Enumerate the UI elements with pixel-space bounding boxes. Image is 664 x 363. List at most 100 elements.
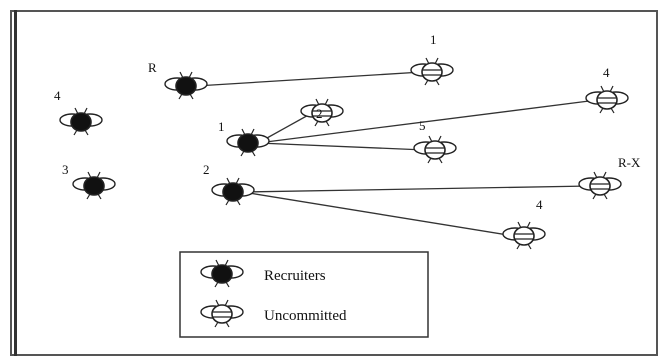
- leg: [73, 129, 78, 136]
- antenna: [188, 71, 193, 79]
- antenna: [526, 221, 531, 229]
- antenna: [83, 107, 88, 115]
- bee-body: [589, 176, 611, 196]
- node-label-U4a: 4: [603, 65, 610, 80]
- uncommitted-node-U2: [300, 98, 344, 127]
- legend-uncommitted-icon: [200, 299, 244, 328]
- frame-left-border: [14, 10, 17, 356]
- antenna: [315, 98, 320, 106]
- uncommitted-node-U4b: [502, 221, 546, 250]
- antenna: [324, 98, 329, 106]
- antenna: [593, 171, 598, 179]
- antenna: [235, 177, 240, 185]
- edge-M1-U4a: [257, 99, 598, 144]
- antenna: [437, 135, 442, 143]
- leg: [97, 193, 102, 200]
- leg: [516, 243, 521, 250]
- node-label-M2: 2: [203, 162, 210, 177]
- leg: [314, 120, 319, 127]
- antenna: [226, 177, 231, 185]
- recruiter-node-L4: [59, 107, 103, 136]
- node-label-URX: R-X: [618, 155, 641, 170]
- node-label-M1: 1: [218, 119, 225, 134]
- bee-body: [83, 176, 105, 196]
- leg: [225, 199, 230, 206]
- node-label-L4: 4: [54, 88, 61, 103]
- leg: [603, 193, 608, 200]
- bee-body: [596, 90, 618, 110]
- leg: [424, 79, 429, 86]
- leg: [427, 157, 432, 164]
- uncommitted-node-URX: [578, 171, 622, 200]
- antenna: [87, 171, 92, 179]
- leg: [599, 107, 604, 114]
- antenna: [215, 299, 220, 307]
- antenna: [241, 128, 246, 136]
- leg: [225, 321, 230, 328]
- antenna: [224, 259, 229, 267]
- node-label-U2: 2: [316, 106, 323, 121]
- bee-body: [311, 103, 333, 123]
- recruiter-node-L3: [72, 171, 116, 200]
- bee-body: [211, 304, 233, 324]
- bee-body: [421, 62, 443, 82]
- antenna: [517, 221, 522, 229]
- uncommitted-node-U1: [410, 57, 454, 86]
- node-label-U5: 5: [419, 118, 426, 133]
- bee-body: [211, 264, 233, 284]
- legend-label-recruiter: Recruiters: [264, 268, 326, 284]
- uncommitted-node-U5: [413, 135, 457, 164]
- legend-recruiter-icon: [200, 259, 244, 288]
- node-label-U1: 1: [430, 32, 437, 47]
- recruiter-node-M2: [211, 177, 255, 206]
- leg: [251, 150, 256, 157]
- antenna: [179, 71, 184, 79]
- leg: [438, 157, 443, 164]
- bee-body: [175, 76, 197, 96]
- antenna: [224, 299, 229, 307]
- recruiter-node-R: [164, 71, 208, 100]
- leg: [178, 93, 183, 100]
- node-label-U4b: 4: [536, 197, 543, 212]
- leg: [610, 107, 615, 114]
- leg: [189, 93, 194, 100]
- edges-layer: [195, 71, 598, 237]
- legend-label-uncommitted: Uncommitted: [264, 308, 347, 324]
- antenna: [250, 128, 255, 136]
- uncommitted-node-U4a: [585, 85, 629, 114]
- leg: [435, 79, 440, 86]
- leg: [240, 150, 245, 157]
- antenna: [609, 85, 614, 93]
- leg: [325, 120, 330, 127]
- antenna: [215, 259, 220, 267]
- bee-body: [70, 112, 92, 132]
- node-label-L3: 3: [62, 162, 69, 177]
- edge-M1-U5: [257, 142, 426, 151]
- bee-body: [222, 182, 244, 202]
- bee-body: [513, 226, 535, 246]
- edge-M2-URX: [242, 185, 591, 193]
- edge-R-U1: [195, 71, 423, 87]
- antenna: [600, 85, 605, 93]
- bee-body: [237, 133, 259, 153]
- antenna: [74, 107, 79, 115]
- leg: [84, 129, 89, 136]
- leg: [592, 193, 597, 200]
- antenna: [434, 57, 439, 65]
- leg: [214, 321, 219, 328]
- antenna: [425, 57, 430, 65]
- leg: [86, 193, 91, 200]
- antenna: [602, 171, 607, 179]
- leg: [236, 199, 241, 206]
- leg: [225, 281, 230, 288]
- bee-body: [424, 140, 446, 160]
- leg: [214, 281, 219, 288]
- edge-M2-U4b: [242, 191, 515, 237]
- antenna: [96, 171, 101, 179]
- leg: [527, 243, 532, 250]
- antenna: [428, 135, 433, 143]
- recruiter-node-M1: [226, 128, 270, 157]
